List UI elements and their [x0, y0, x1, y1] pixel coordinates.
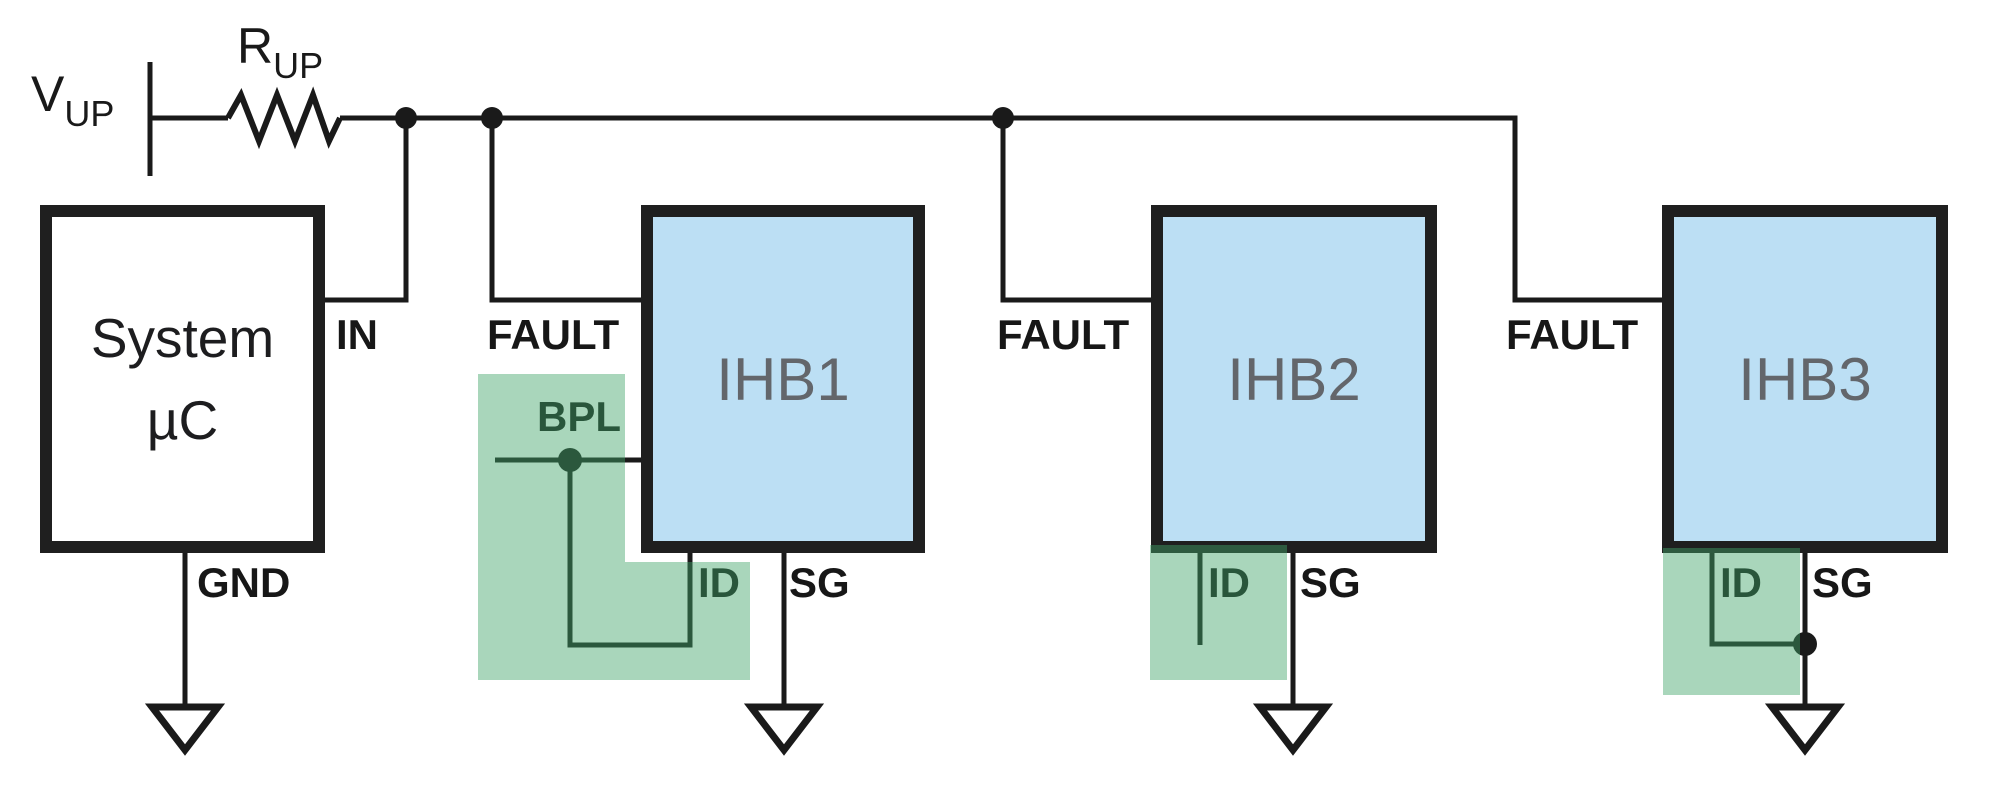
pin-label-bpl-ihb1: BPL — [537, 393, 621, 440]
junction-dot-id3-sg — [1793, 632, 1817, 656]
ihb3-id-to-sg-wire — [1709, 550, 1808, 647]
ihb1-fault-wire — [489, 115, 644, 303]
system-mcu-label-line1: System — [90, 306, 275, 369]
vup-source-label-main: V — [31, 66, 65, 122]
ihb3-fault-wire — [1512, 115, 1665, 303]
junction-dot-bpl — [558, 448, 582, 472]
pin-label-id-ihb1: ID — [698, 559, 740, 606]
in-pin-wire — [322, 115, 409, 303]
ihb1-box: IHB1 — [641, 205, 925, 553]
ihb1-id-to-bpl-wire — [567, 457, 693, 648]
ground-symbol-mcu — [144, 703, 226, 756]
system-mcu-label-line2: µC — [146, 389, 219, 451]
pin-label-sg-ihb2: SG — [1300, 559, 1361, 606]
vup-source-label-sub: UP — [64, 93, 115, 135]
rup-resistor-label: RUP — [237, 18, 323, 84]
pin-label-gnd: GND — [197, 559, 291, 606]
ihb1-label: IHB1 — [716, 345, 850, 413]
junction-dot-in — [395, 107, 417, 129]
rup-resistor-label-main: R — [237, 18, 274, 74]
ihb2-label: IHB2 — [1227, 345, 1361, 413]
ground-symbol-ihb2 — [1252, 703, 1334, 756]
pin-label-sg-ihb3: SG — [1812, 559, 1873, 606]
ihb2-box: IHB2 — [1151, 205, 1437, 553]
vup-source-label: VUP — [31, 66, 114, 132]
ihb3-label: IHB3 — [1738, 345, 1872, 413]
pin-label-fault-ihb2: FAULT — [997, 311, 1130, 358]
system-mcu-label: System µC — [91, 297, 274, 462]
rup-resistor-label-sub: UP — [273, 45, 324, 87]
pin-label-fault-ihb1: FAULT — [487, 311, 620, 358]
ihb3-box: IHB3 — [1662, 205, 1948, 553]
junction-dot-fault2 — [992, 107, 1014, 129]
pin-label-id-ihb3: ID — [1720, 559, 1762, 606]
pin-label-in: IN — [336, 311, 378, 358]
ground-symbol-ihb1 — [743, 703, 825, 756]
system-mcu-box: System µC — [40, 205, 325, 553]
junction-dot-fault1 — [481, 107, 503, 129]
pin-label-id-ihb2: ID — [1208, 559, 1250, 606]
pin-label-fault-ihb3: FAULT — [1506, 311, 1639, 358]
ihb2-fault-wire — [1000, 115, 1154, 303]
resistor-symbol — [225, 86, 343, 150]
pin-label-sg-ihb1: SG — [789, 559, 850, 606]
ground-symbol-ihb3 — [1764, 703, 1846, 756]
